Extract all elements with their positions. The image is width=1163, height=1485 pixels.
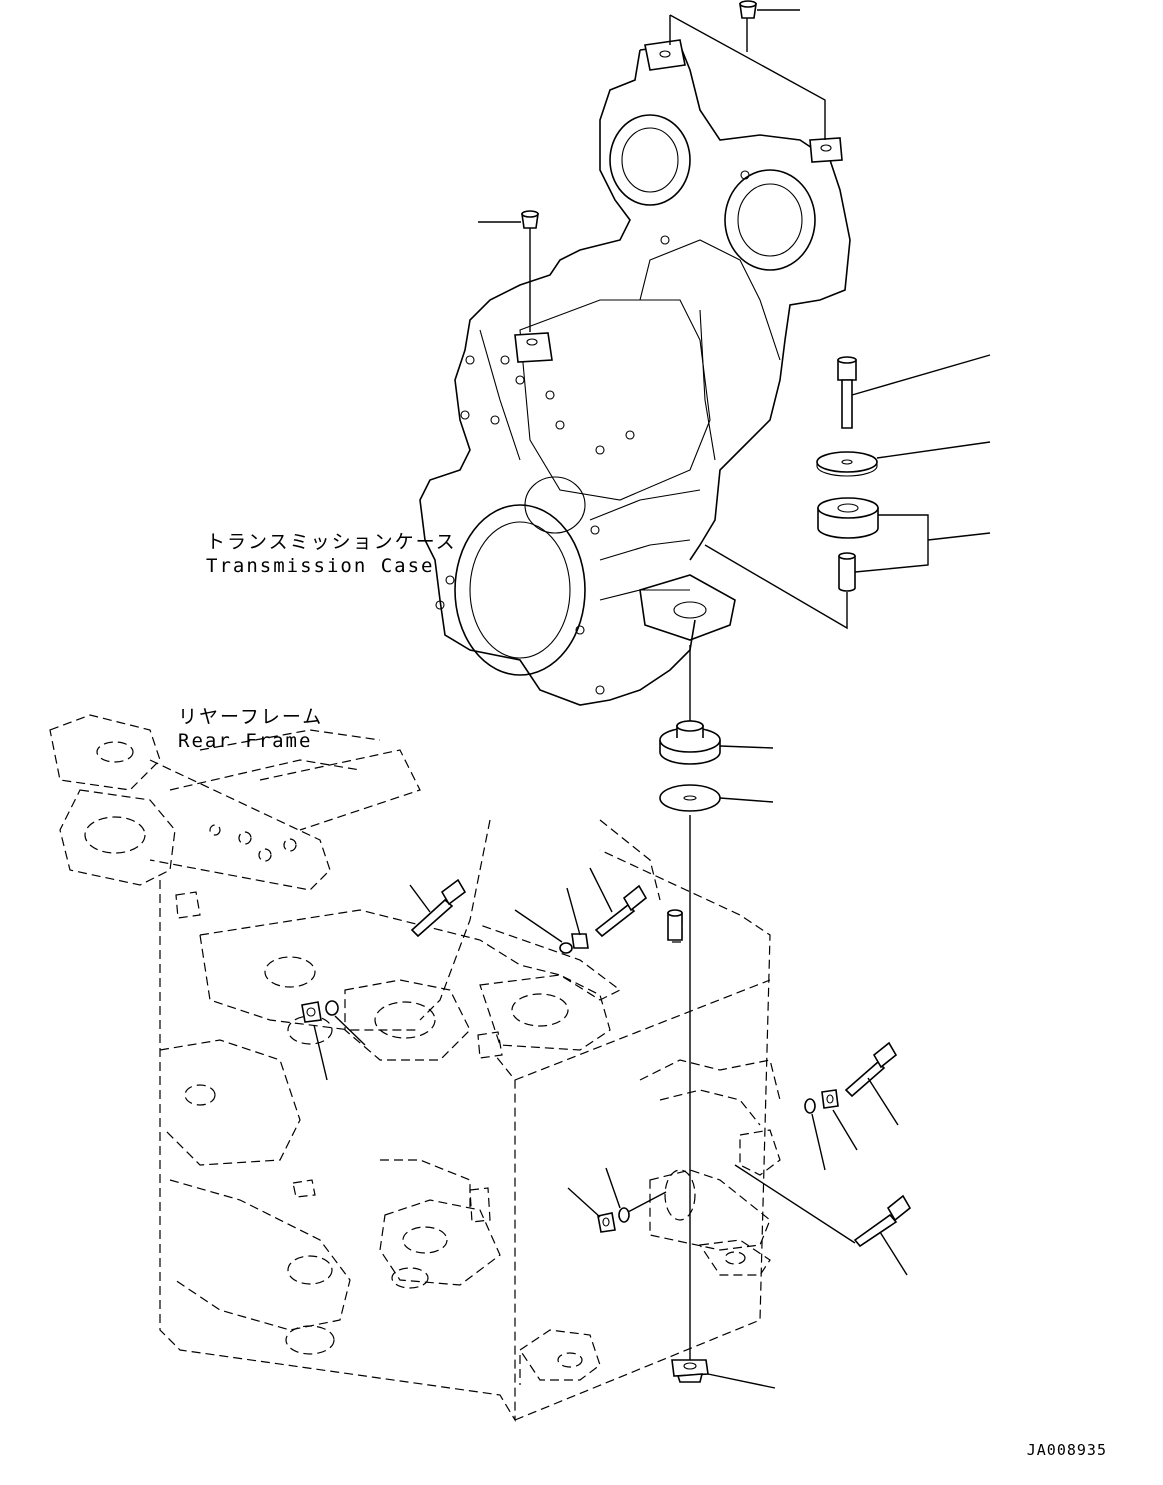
frame-pin [667,909,683,941]
frame-nut-right [821,1089,839,1109]
frame-washer-right [804,1098,816,1114]
transmission-case-label: トランスミッションケース Transmission Case [206,530,457,578]
mount-bolt [837,356,857,429]
frame-bolt-right-lower [853,1194,912,1248]
frame-nut-left [301,1001,322,1023]
frame-nut-lower [597,1212,616,1233]
rear-frame-label-jp: リヤーフレーム [178,706,324,728]
breather-plug-top [739,0,757,19]
frame-bolt-right-upper [844,1041,898,1098]
transmission-case-label-jp: トランスミッションケース [206,531,457,553]
leader-top-plug-bracket [669,14,826,140]
lower-rubber-cushion [659,720,721,765]
frame-bolt-center [594,884,648,938]
rear-frame-label: リヤーフレーム Rear Frame [178,705,323,753]
rear-frame-label-en: Rear Frame [178,730,313,752]
frame-washer-lower [618,1207,630,1223]
sleeve [838,552,856,592]
drawing-id: JA008935 [1026,1441,1107,1459]
lock-washer-center [559,933,589,954]
transmission-case [419,39,851,706]
rear-frame [49,714,781,1423]
upper-rubber-cushion [817,497,879,539]
transmission-case-label-en: Transmission Case [206,555,435,577]
mount-nut [671,1359,709,1383]
breather-plug-side [521,210,539,229]
lower-washer [659,784,721,812]
frame-washer-left [325,1000,339,1016]
upper-washer [816,451,878,477]
frame-bolt-left [410,878,467,938]
